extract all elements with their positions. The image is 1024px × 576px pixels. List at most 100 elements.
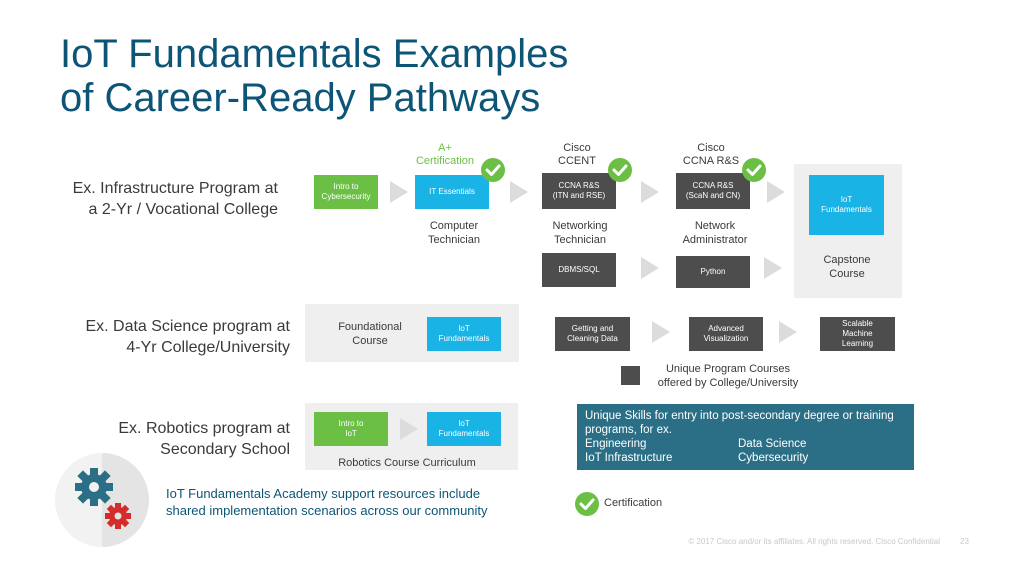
role-network-administrator: Network Administrator [672,219,758,247]
cert-label-line: CCNA R&S [682,155,740,167]
caption-line: Technician [554,234,606,246]
arrow-icon [641,181,659,203]
page-title: IoT Fundamentals Examples of Career-Read… [60,32,760,120]
arrow-icon [510,181,528,203]
box-text: Fundamentals [821,205,872,214]
arrow-icon [390,181,408,203]
box-text: Intro to [338,419,364,428]
row-label-line-2: a 2-Yr / Vocational College [88,201,278,218]
arrow-icon [764,257,782,279]
arrow-icon [652,321,670,343]
certification-check-icon [742,158,766,182]
footer-page-number: 23 [960,537,969,546]
course-it-essentials: IT Essentials [415,175,489,209]
caption-line: Network [694,220,736,232]
box-text: Visualization [703,334,749,343]
row-label-line-2: Secondary School [160,441,290,458]
legend-swatch-unique-courses [621,366,640,385]
cert-label-line: Certification [415,155,475,167]
cert-label-line: Cisco [697,142,725,154]
row-label-robotics: Ex. Robotics program at Secondary School [40,418,290,460]
box-text: Getting and [571,324,614,333]
title-line-2: of Career-Ready Pathways [60,76,541,120]
skills-heading: Unique Skills for entry into post-second… [585,410,894,422]
box-text: Scalable [842,319,873,328]
box-text: Advanced [708,324,744,333]
box-text: DBMS/SQL [558,265,600,274]
box-text: Machine [842,329,873,338]
cert-label-ccna: Cisco CCNA R&S [675,142,747,168]
cert-label-a-plus: A+ Certification [410,142,480,168]
box-text: IoT [345,429,357,438]
skill-item: Data Science [738,438,807,450]
course-ccna-scan: CCNA R&S(ScaN and CN) [676,173,750,209]
caption-line: Technician [428,234,480,246]
row-label-line-1: Ex. Robotics program at [118,420,290,437]
course-dbms-sql: DBMS/SQL [542,253,616,287]
row-label-line-1: Ex. Data Science program at [85,318,290,335]
arrow-icon [641,257,659,279]
role-computer-technician: Computer Technician [414,219,494,247]
box-text: IoT [458,419,470,428]
title-line-1: IoT Fundamentals Examples [60,32,569,76]
box-text: IoT [458,324,470,333]
legend-line: offered by College/University [657,377,799,389]
capstone-caption: Capstone Course [806,253,888,281]
box-text: Cybersecurity [321,192,371,201]
certification-legend-check-icon [575,492,599,516]
cert-label-line: CCENT [558,155,596,167]
arrow-icon [400,418,418,440]
box-text: (ScaN and CN) [685,191,741,200]
course-python: Python [676,256,750,288]
box-text: CCNA R&S [692,181,734,190]
community-text: IoT Fundamentals Academy support resourc… [166,485,546,519]
community-line: shared implementation scenarios across o… [166,503,488,518]
course-ccna-itn: CCNA R&S(ITN and RSE) [542,173,616,209]
certification-check-icon [481,158,505,182]
box-text: (ITN and RSE) [552,191,606,200]
row-label-line-1: Ex. Infrastructure Program at [72,180,278,197]
skill-item: Cybersecurity [738,452,809,464]
foundational-caption: Foundational Course [330,320,410,348]
box-text: Cleaning Data [567,334,618,343]
row-label-infrastructure: Ex. Infrastructure Program at a 2-Yr / V… [40,178,278,220]
caption-line: Networking [552,220,608,232]
caption-line: Capstone [823,254,871,266]
skills-heading: programs, for ex. [585,424,672,436]
row-label-data-science: Ex. Data Science program at 4-Yr College… [40,316,290,358]
skill-item: Engineering [585,438,647,450]
box-text: Fundamentals [438,334,490,343]
gears-icon [54,452,150,548]
skills-box: Unique Skills for entry into post-second… [577,404,914,470]
box-text: Learning [841,339,874,348]
row-label-line-2: 4-Yr College/University [126,339,290,356]
footer-copyright: © 2017 Cisco and/or its affiliates. All … [688,537,940,546]
caption-line: Computer [429,220,479,232]
legend-unique-courses: Unique Program Courses offered by Colleg… [648,362,808,390]
caption-line: Course [829,268,865,280]
cert-label-ccent: Cisco CCENT [547,142,607,168]
robotics-curriculum-caption: Robotics Course Curriculum [338,457,476,469]
legend-line: Unique Program Courses [665,363,791,375]
box-text: Intro to [333,182,359,191]
cert-label-line: A+ [438,142,452,154]
box-text: Fundamentals [438,429,490,438]
skills-grid: Engineering Data Science IoT Infrastruct… [585,437,906,465]
skill-item: IoT Infrastructure [585,452,673,464]
caption-line: Course [352,335,388,347]
caption-line: Administrator [682,234,748,246]
box-text: IT Essentials [429,187,475,196]
certification-check-icon [608,158,632,182]
arrow-icon [767,181,785,203]
caption-line: Foundational [338,321,402,333]
box-text: CCNA R&S [558,181,600,190]
community-line: IoT Fundamentals Academy support resourc… [166,486,481,501]
box-text: IoT [840,195,853,204]
